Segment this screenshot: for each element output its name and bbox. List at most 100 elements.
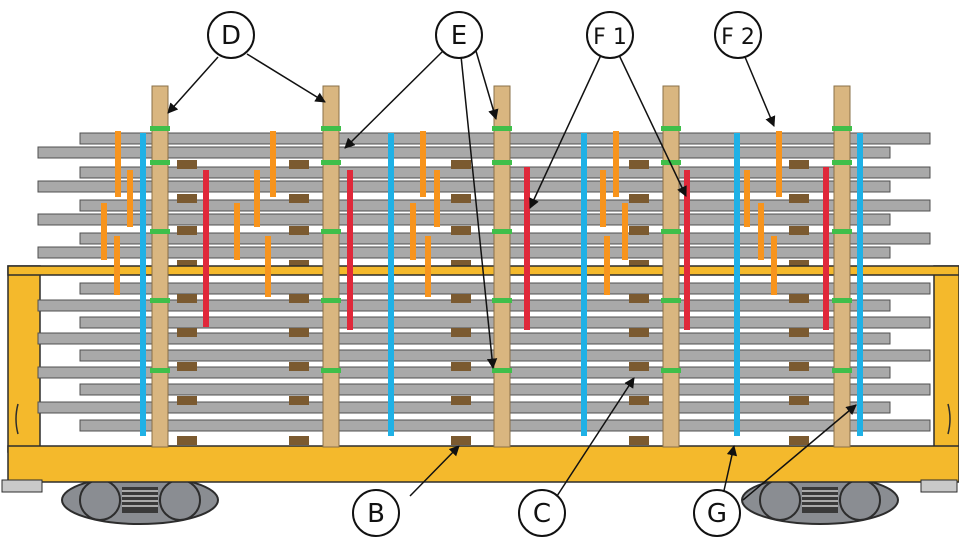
callout-G: G — [693, 489, 741, 537]
orange-band — [604, 236, 610, 295]
green-band — [832, 160, 852, 165]
green-band — [492, 160, 512, 165]
red-band — [684, 170, 690, 330]
spacer-block — [789, 328, 809, 337]
stake — [151, 85, 169, 448]
spacer-block — [789, 226, 809, 235]
spacer-block — [177, 362, 197, 371]
spacer-block — [177, 294, 197, 303]
arrow-E-3 — [475, 50, 499, 121]
spacer-block — [289, 396, 309, 405]
spacer-block — [451, 328, 471, 337]
railcar-frame — [1, 265, 959, 493]
orange-band — [265, 236, 271, 297]
spacer-block — [629, 194, 649, 203]
callout-label-E: E — [451, 21, 467, 51]
spacer-block — [289, 294, 309, 303]
green-band — [832, 368, 852, 373]
red-band — [524, 167, 530, 330]
callout-F2: F 2 — [714, 11, 762, 59]
spacer-block — [789, 260, 809, 269]
spacer-block — [451, 226, 471, 235]
green-band — [150, 160, 170, 165]
spacer-block — [789, 294, 809, 303]
spacer-blocks — [177, 160, 809, 445]
callout-label-B: B — [367, 499, 385, 529]
green-band — [321, 126, 341, 131]
green-band — [321, 229, 341, 234]
stakes — [150, 85, 852, 448]
red-band — [347, 170, 353, 330]
stake — [662, 85, 680, 448]
spacer-block — [629, 396, 649, 405]
rail — [37, 213, 891, 226]
stake — [322, 85, 340, 448]
spacer-block — [629, 294, 649, 303]
spacer-block — [177, 436, 197, 445]
stake — [493, 85, 511, 448]
spacer-block — [451, 160, 471, 169]
spacer-block — [789, 396, 809, 405]
spacer-block — [289, 328, 309, 337]
orange-band — [613, 131, 619, 197]
green-band — [492, 126, 512, 131]
stake — [833, 85, 851, 448]
green-band — [661, 126, 681, 131]
callout-B: B — [352, 489, 400, 537]
orange-band — [101, 203, 107, 260]
spacer-block — [451, 260, 471, 269]
orange-band — [115, 131, 121, 197]
spacer-block — [289, 260, 309, 269]
blue-band — [734, 133, 740, 436]
green-band — [150, 126, 170, 131]
green-band — [661, 368, 681, 373]
red-band — [823, 167, 829, 330]
callout-circle — [207, 11, 255, 59]
green-band — [321, 160, 341, 165]
callout-arrows — [167, 50, 857, 501]
callout-E: E — [435, 11, 483, 59]
arrow-C — [556, 377, 635, 497]
orange-band — [114, 236, 120, 295]
callout-label-C: C — [533, 499, 551, 529]
orange-band — [600, 170, 606, 227]
callout-label-F1: F 1 — [593, 25, 627, 50]
callout-circle — [518, 489, 566, 537]
rail — [37, 246, 891, 259]
orange-band — [744, 170, 750, 227]
green-band — [492, 368, 512, 373]
arrow-E-2 — [460, 55, 498, 370]
spacer-block — [177, 160, 197, 169]
spacer-block — [789, 194, 809, 203]
spacer-block — [289, 362, 309, 371]
orange-band — [420, 131, 426, 197]
green-band — [832, 126, 852, 131]
callout-circle — [586, 11, 634, 59]
callout-circle — [693, 489, 741, 537]
orange-band — [758, 203, 764, 260]
rail — [37, 146, 891, 159]
blue-band — [857, 133, 863, 436]
orange-band — [270, 131, 276, 197]
spacer-block — [789, 160, 809, 169]
orange-band — [425, 236, 431, 297]
orange-band — [254, 170, 260, 227]
arrow-F1-2 — [618, 54, 687, 197]
callout-label-G: G — [707, 499, 727, 529]
bands — [101, 131, 863, 436]
spacer-block — [289, 226, 309, 235]
spacer-block — [629, 362, 649, 371]
callout-circle — [714, 11, 762, 59]
spacer-block — [629, 260, 649, 269]
callout-F1: F 1 — [586, 11, 634, 59]
arrow-D-2 — [246, 53, 326, 103]
orange-band — [622, 203, 628, 260]
spacer-block — [177, 328, 197, 337]
callout-C: C — [518, 489, 566, 537]
callout-circle — [435, 11, 483, 59]
orange-band — [234, 203, 240, 260]
spacer-block — [177, 396, 197, 405]
green-band — [321, 368, 341, 373]
orange-band — [434, 170, 440, 227]
